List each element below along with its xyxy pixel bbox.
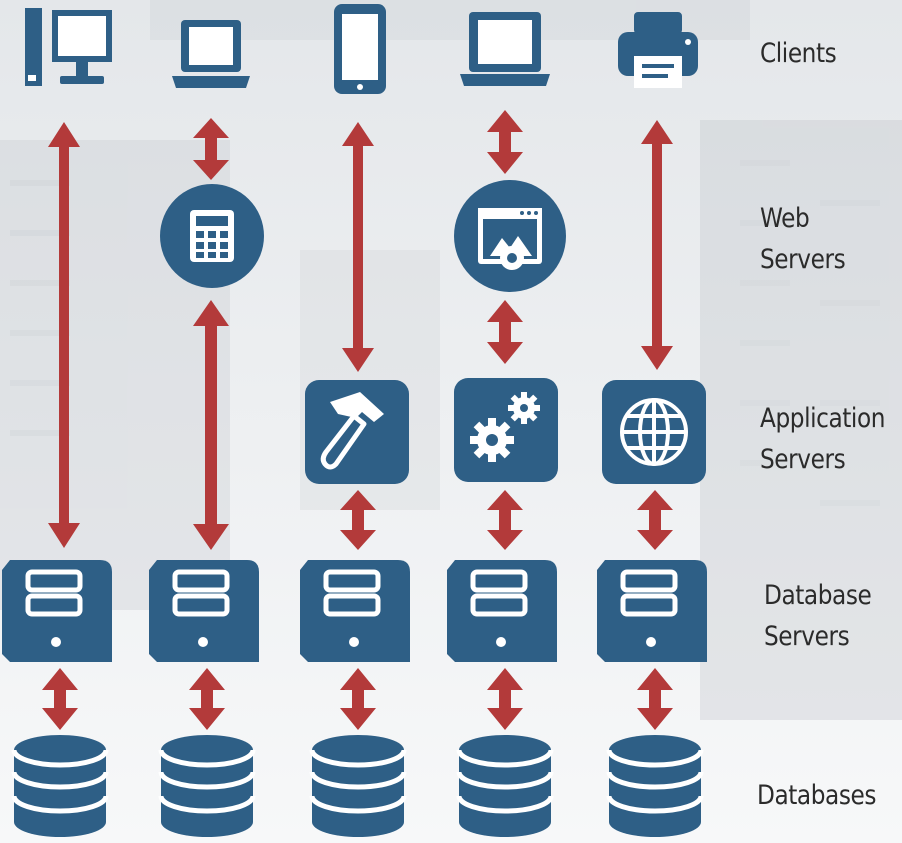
tier-label-line: Clients <box>760 38 837 69</box>
arrow-hammer-to-db-server <box>340 490 376 550</box>
laptop-icon <box>172 20 250 88</box>
arrow-gears-to-db-server <box>487 490 523 550</box>
laptop-icon <box>460 12 550 86</box>
tier-label-line: Web <box>760 203 810 234</box>
database-icon <box>459 735 551 837</box>
globe-icon <box>602 380 706 484</box>
arrow-db3-to-database <box>340 668 376 730</box>
arrow-db2-to-database <box>189 668 225 730</box>
server-tower-icon <box>447 560 557 662</box>
tier-label-line: Servers <box>760 444 846 475</box>
smartphone-icon <box>334 4 386 94</box>
tier-label-database-servers: Database Servers <box>764 575 872 657</box>
desktop-icon <box>25 8 112 86</box>
tier-label-line: Servers <box>760 244 846 275</box>
gears-icon <box>454 378 558 482</box>
printer-icon <box>618 12 698 88</box>
server-tower-icon <box>597 560 707 662</box>
database-icon <box>312 735 404 837</box>
tier-label-clients: Clients <box>760 33 837 74</box>
arrow-desktop-to-db-server <box>48 122 80 548</box>
tier-label-application-servers: Application Servers <box>760 398 885 480</box>
calculator-icon <box>160 184 264 288</box>
tier-label-web-servers: Web Servers <box>760 198 846 280</box>
arrow-db4-to-database <box>487 668 523 730</box>
arrow-web-server-to-app-server <box>487 300 523 364</box>
server-tower-icon <box>149 560 259 662</box>
arrow-web-server-to-db-server <box>193 300 229 550</box>
tier-label-line: Databases <box>757 780 877 811</box>
tier-label-line: Application <box>760 403 886 434</box>
tier-label-line: Servers <box>764 621 850 652</box>
server-tower-icon <box>2 560 112 662</box>
browser-gear-icon <box>454 180 566 292</box>
arrow-laptop-to-web-server <box>193 118 229 180</box>
arrow-globe-to-db-server <box>637 490 673 550</box>
database-icon <box>609 735 701 837</box>
arrow-db1-to-database <box>42 668 78 730</box>
hammer-icon <box>305 380 409 484</box>
database-icon <box>14 735 106 837</box>
tier-label-line: Database <box>764 580 872 611</box>
arrow-printer-to-app-server <box>641 120 673 370</box>
database-icon <box>161 735 253 837</box>
tier-label-databases: Databases <box>757 775 876 816</box>
arrow-db5-to-database <box>637 668 673 730</box>
server-tower-icon <box>300 560 410 662</box>
arrow-smartphone-to-app-server <box>342 122 374 372</box>
arrow-laptop2-to-web-server <box>487 110 523 174</box>
